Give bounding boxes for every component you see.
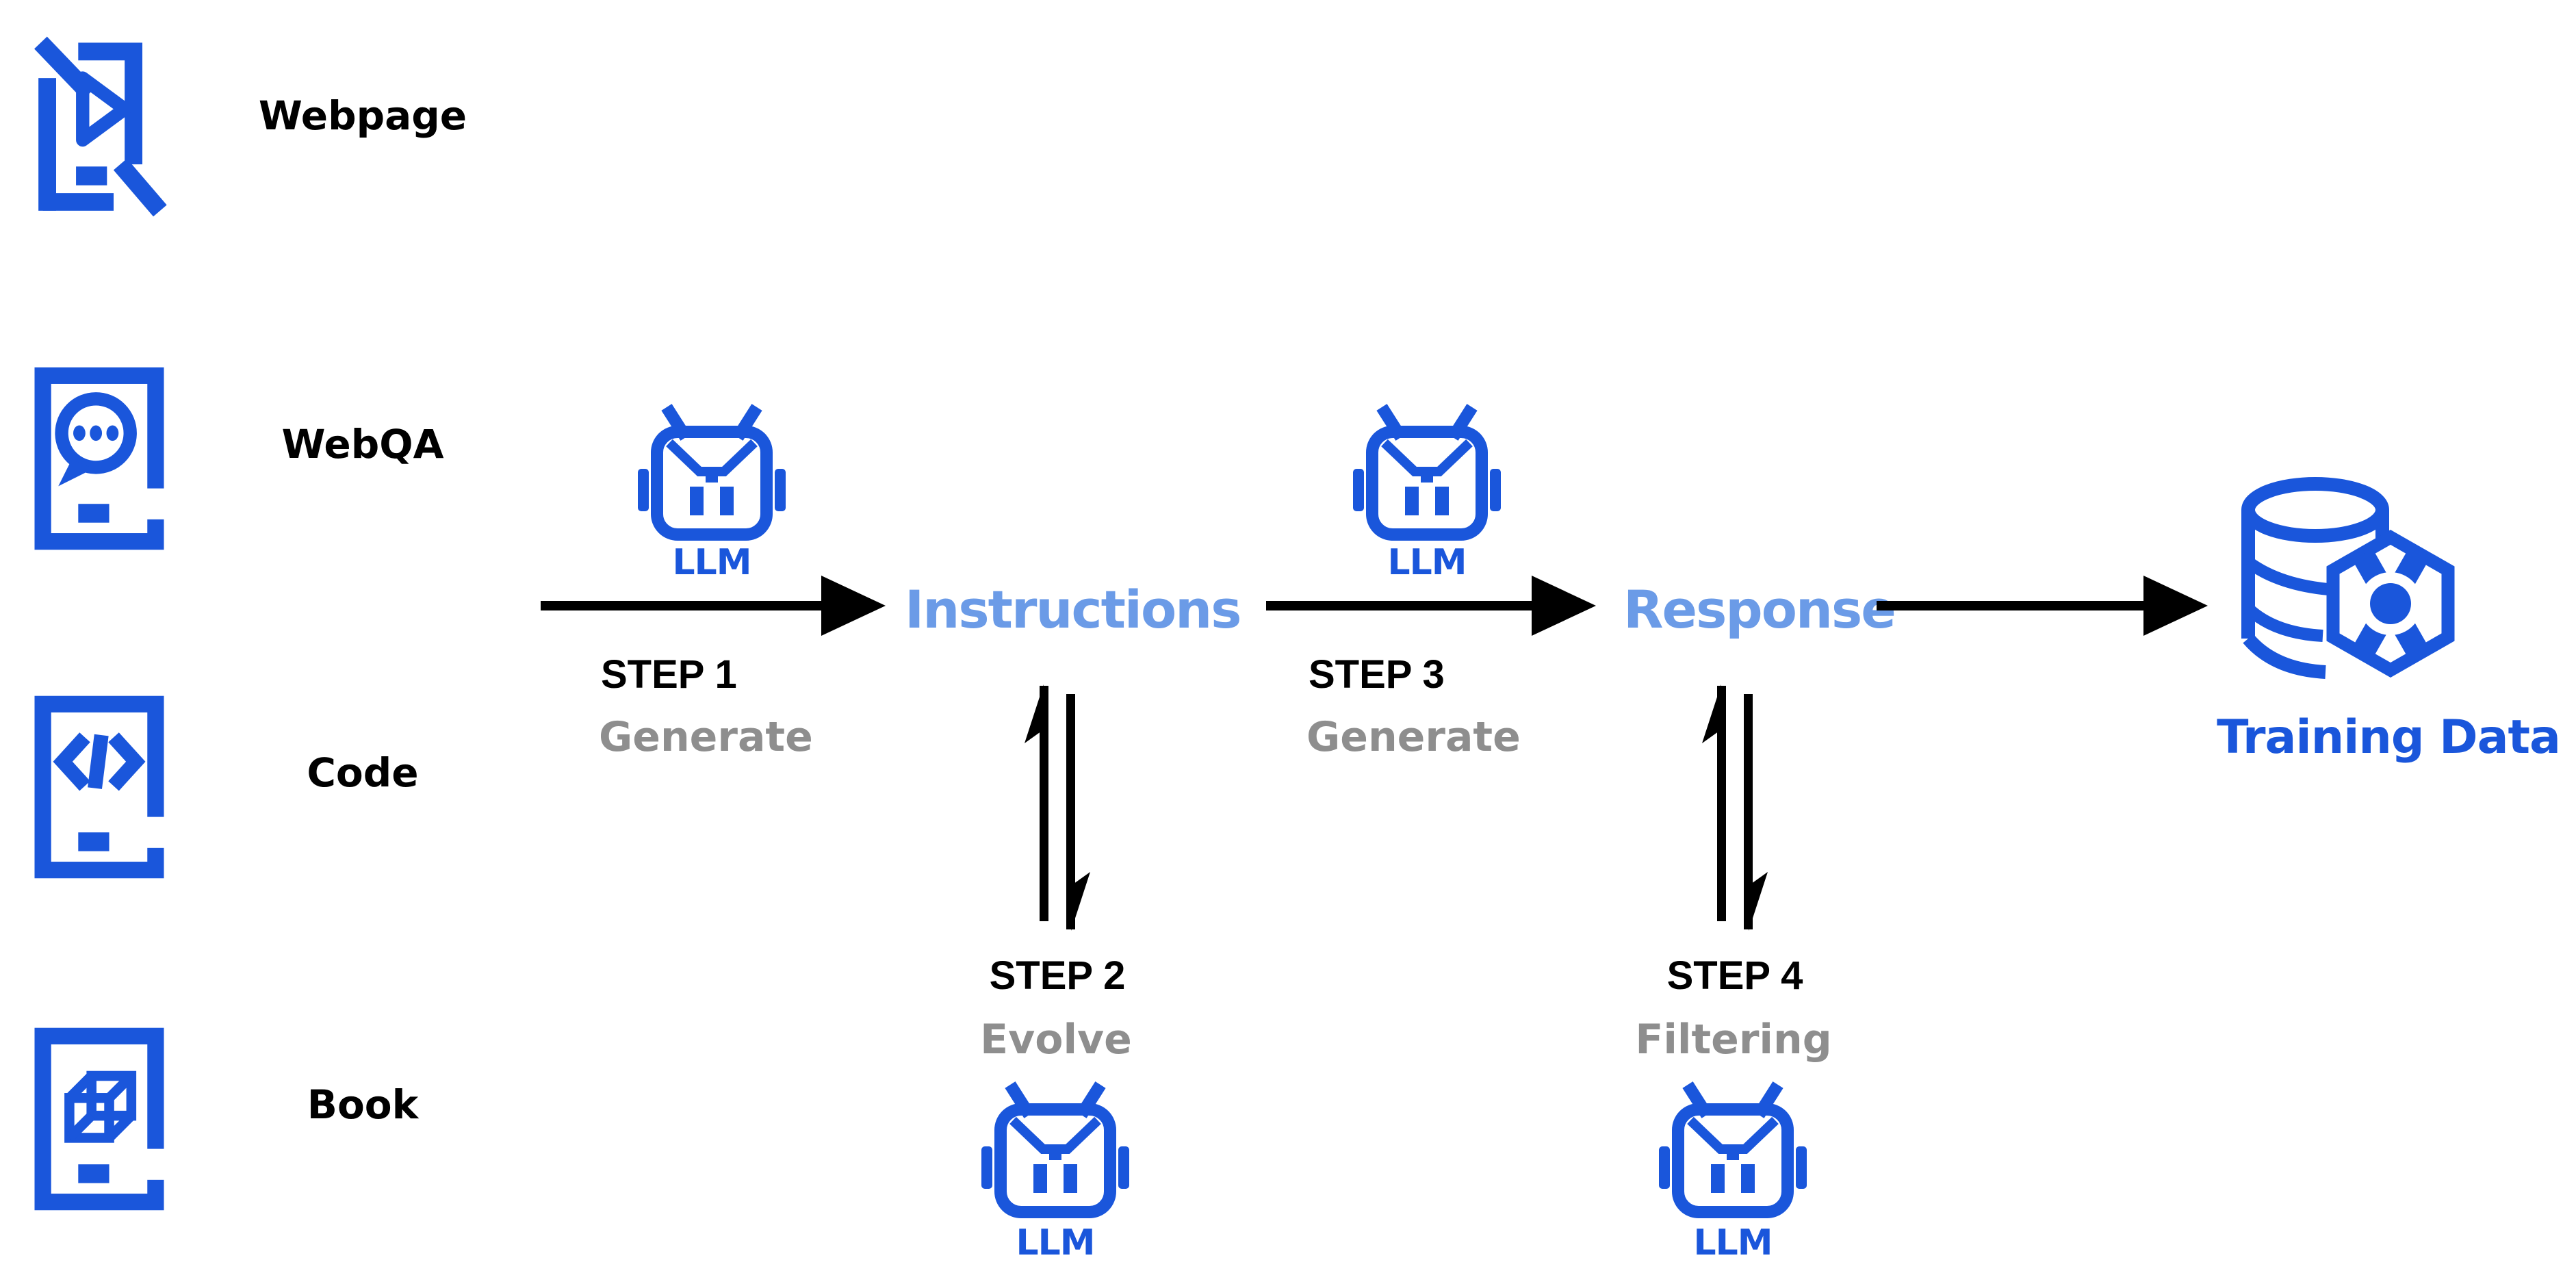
source-label-webpage: Webpage — [258, 92, 467, 139]
step3-label: STEP 3 — [1309, 652, 1445, 697]
filter-exchange-arrows-icon — [1701, 684, 1769, 931]
source-label-book: Book — [307, 1081, 419, 1128]
book-icon — [27, 999, 171, 1239]
llm-robot-icon-step1 — [636, 400, 787, 544]
evolve-exchange-arrows-icon — [1023, 684, 1092, 931]
flow-arrow-1 — [541, 601, 823, 610]
code-icon — [27, 667, 171, 907]
step4-action-label: Filtering — [1635, 1016, 1832, 1064]
webpage-icon — [27, 10, 171, 250]
node-response: Response — [1623, 579, 1896, 640]
step1-label: STEP 1 — [601, 652, 737, 697]
flow-arrow-1-head — [821, 576, 886, 636]
flow-arrow-2-head — [1532, 576, 1596, 636]
database-icon — [2237, 471, 2462, 690]
training-data-label: Training Data — [2217, 710, 2561, 764]
llm-label-step1: LLM — [672, 542, 751, 583]
step2-action-label: Evolve — [980, 1016, 1132, 1064]
flow-arrow-2 — [1266, 601, 1533, 610]
flow-arrow-3-head — [2143, 576, 2208, 636]
flow-arrow-3 — [1877, 601, 2145, 610]
llm-label-step2: LLM — [1016, 1222, 1095, 1263]
webqa-icon — [27, 339, 171, 578]
llm-robot-icon-step4 — [1658, 1078, 1808, 1222]
llm-robot-icon-step3 — [1352, 400, 1502, 544]
llm-label-step4: LLM — [1693, 1222, 1773, 1263]
llm-robot-icon-step2 — [980, 1078, 1131, 1222]
step4-label: STEP 4 — [1666, 953, 1803, 998]
node-instructions: Instructions — [905, 579, 1242, 640]
source-label-code: Code — [307, 749, 419, 796]
step1-action-label: Generate — [599, 713, 813, 761]
llm-label-step3: LLM — [1387, 542, 1467, 583]
step2-label: STEP 2 — [989, 953, 1126, 998]
step3-action-label: Generate — [1306, 713, 1521, 761]
source-label-webqa: WebQA — [281, 421, 444, 467]
